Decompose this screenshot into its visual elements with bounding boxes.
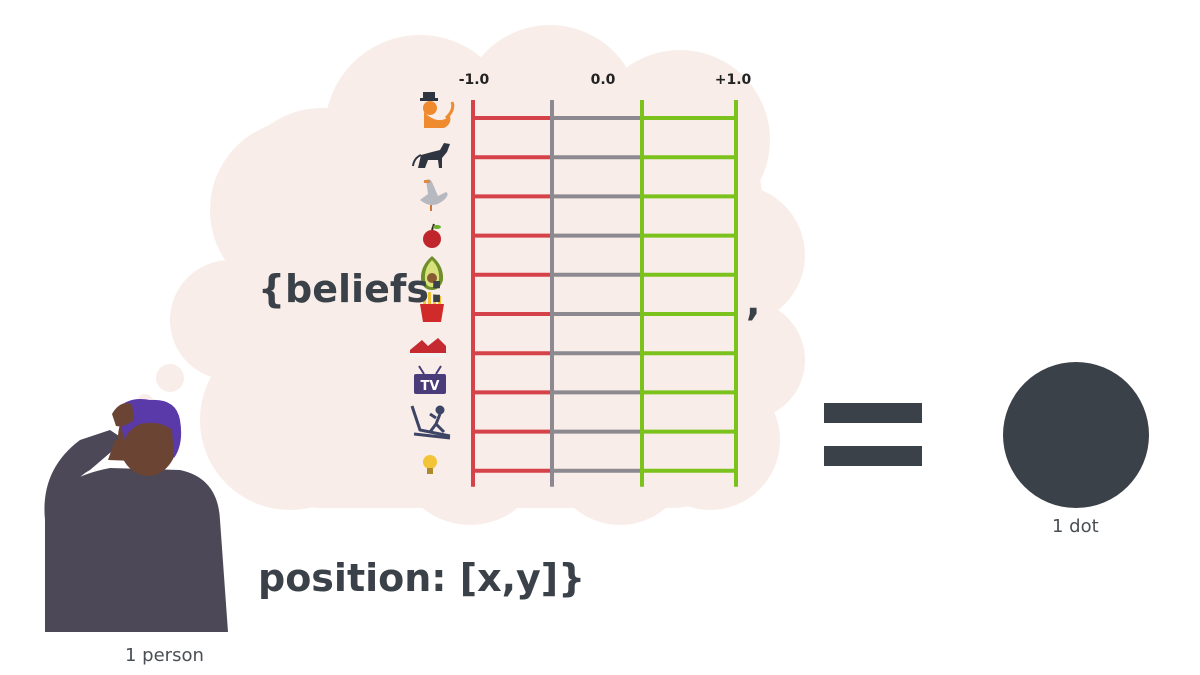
tick-label-pos: +1.0 (714, 72, 752, 88)
equals-sign-top-bar (824, 403, 922, 423)
fries-icon (420, 292, 444, 322)
treadmill-icon (410, 405, 451, 440)
dot-symbol (1003, 362, 1149, 508)
sneaker-icon (410, 338, 446, 357)
dot-caption: 1 dot (1052, 516, 1099, 537)
lightbulb-icon (423, 455, 437, 474)
tick-label-zero: 0.0 (590, 72, 616, 88)
belief-scales (471, 100, 738, 487)
thought-cloud (137, 25, 805, 525)
tick-label-neg: -1.0 (458, 72, 490, 88)
cat-in-top-hat-icon (420, 92, 455, 128)
tv-icon: TV (414, 365, 446, 394)
person-illustration (44, 399, 228, 632)
apple-icon (423, 223, 441, 248)
dog-icon (412, 143, 450, 168)
goose-icon (420, 179, 448, 211)
beliefs-label: {beliefs: (258, 267, 445, 311)
comma-separator: , (746, 280, 761, 324)
equals-sign-bottom-bar (824, 446, 922, 466)
position-label: position: [x,y]} (258, 556, 586, 600)
person-caption: 1 person (125, 645, 204, 666)
svg-text:TV: TV (421, 379, 440, 394)
avocado-icon (420, 256, 444, 290)
belief-icons: TV (410, 92, 455, 474)
